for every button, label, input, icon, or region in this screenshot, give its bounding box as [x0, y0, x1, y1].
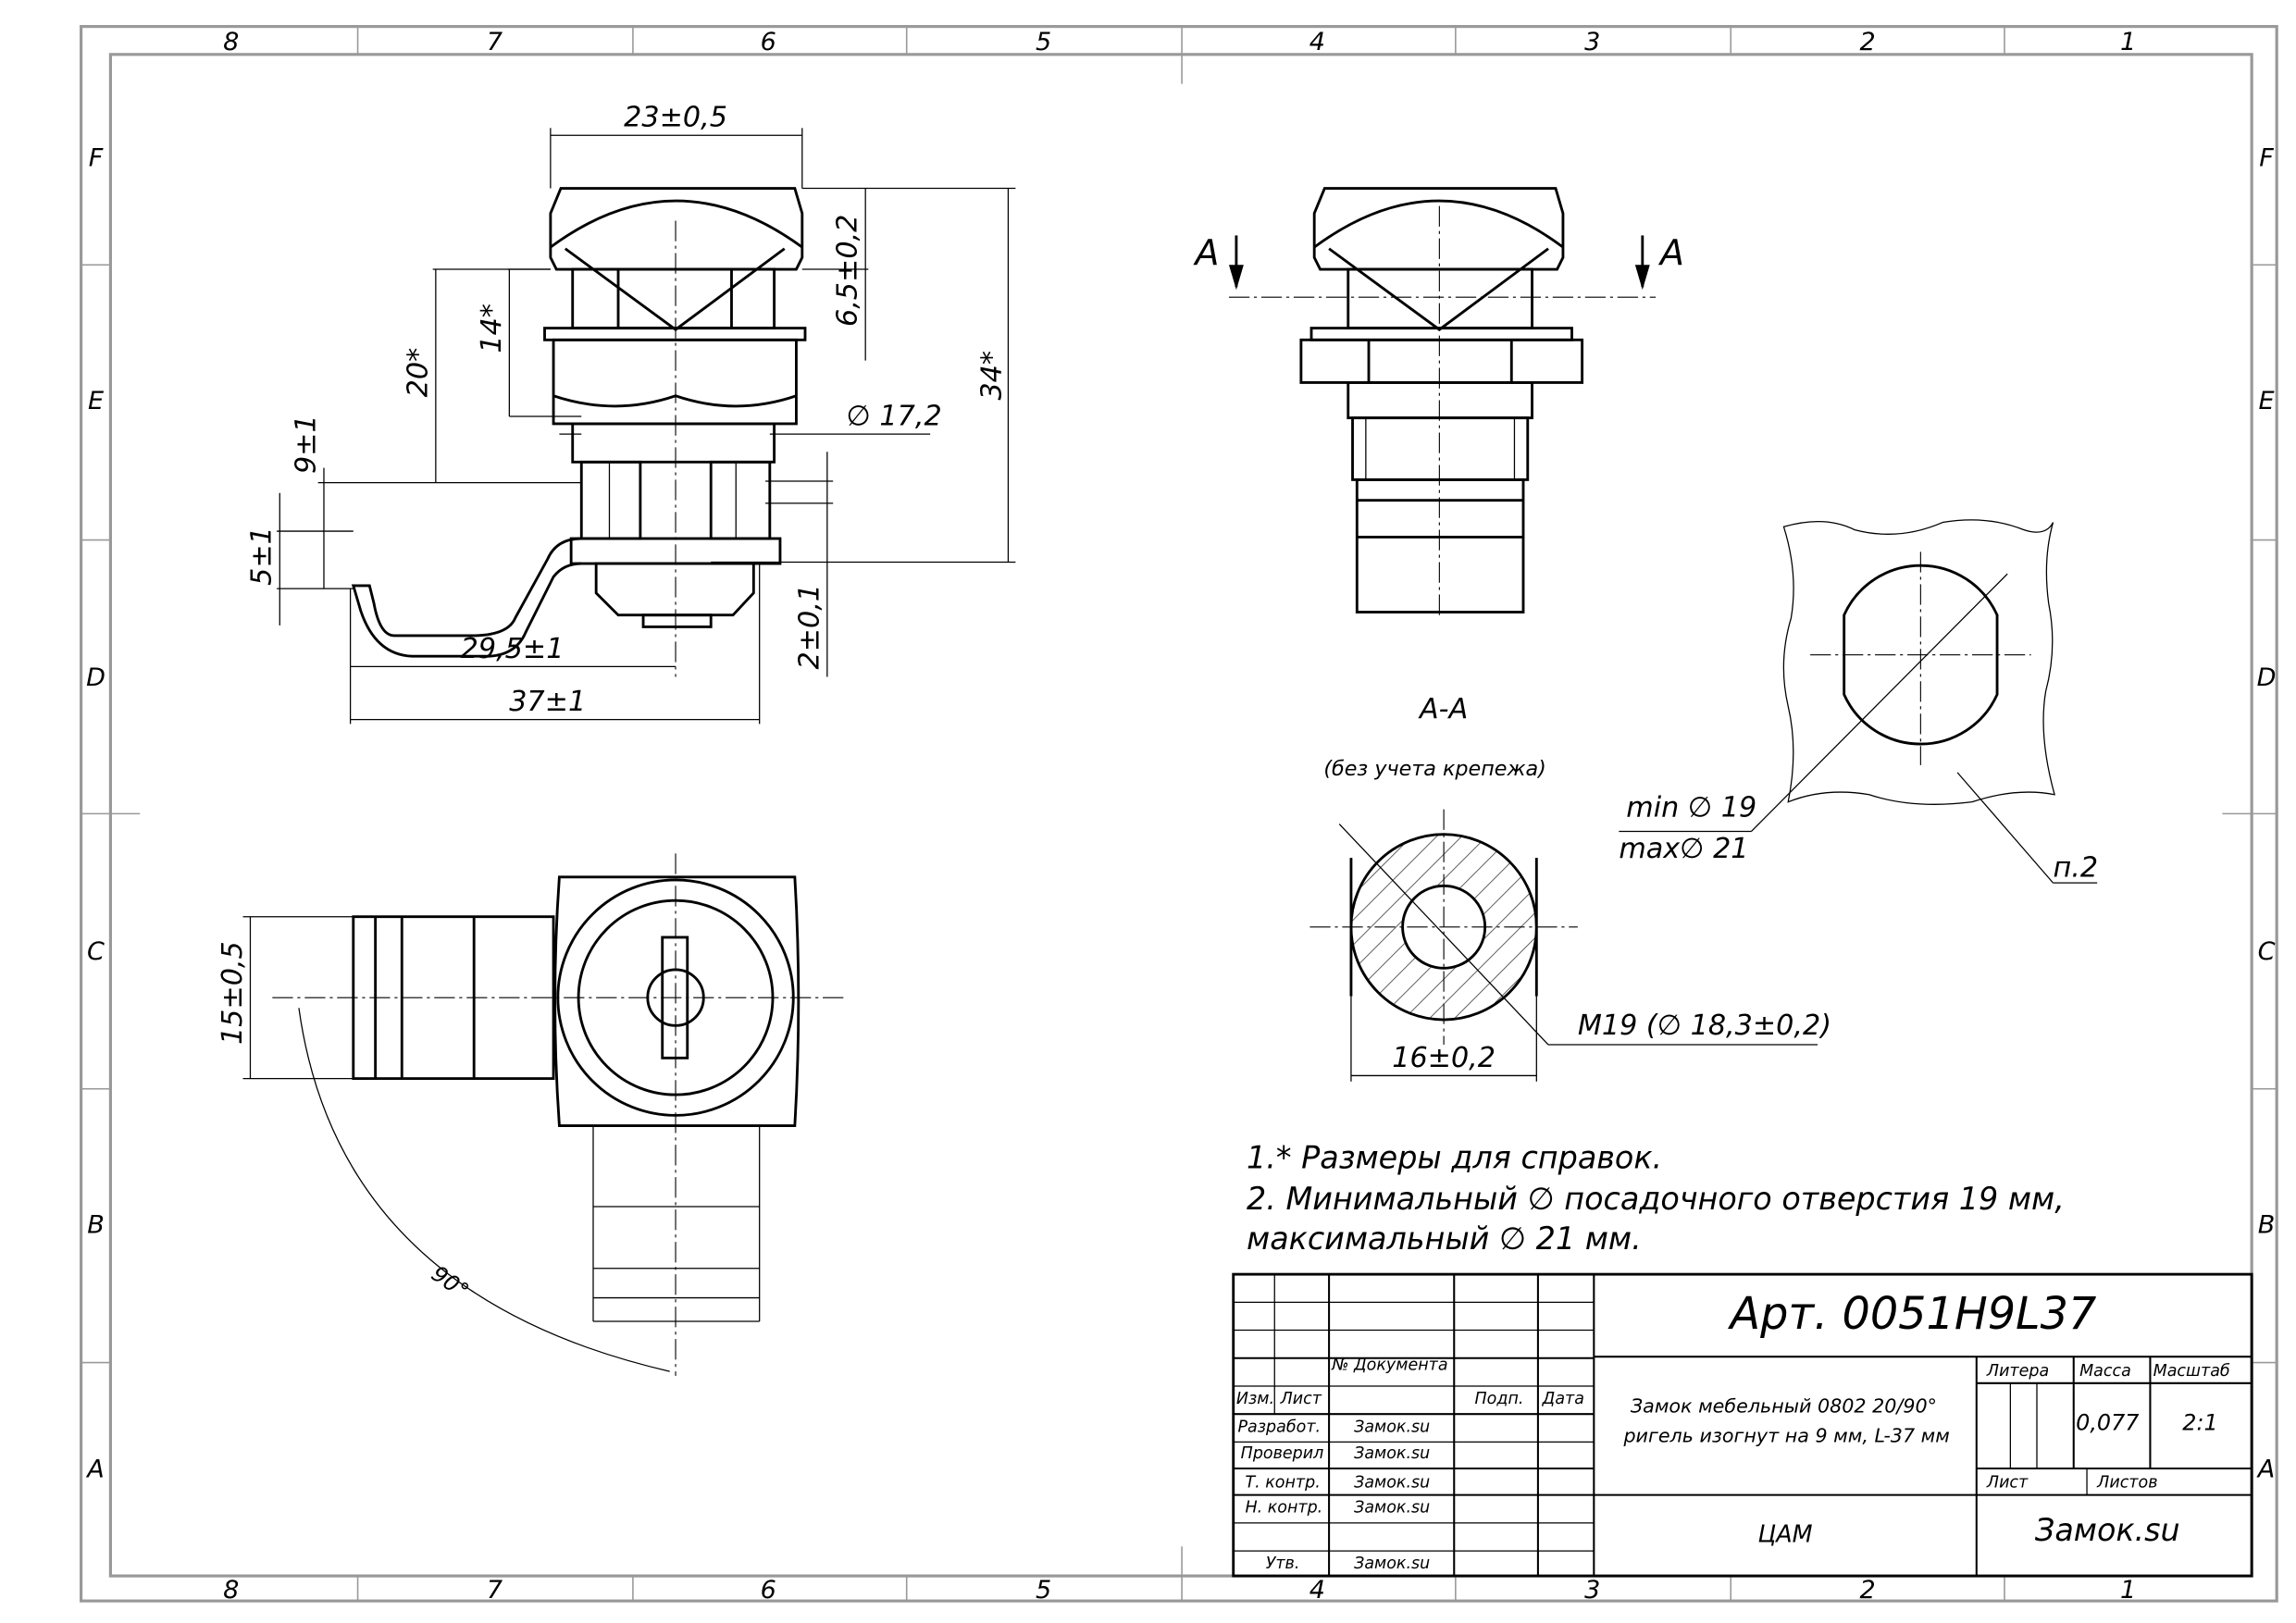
- mass-header: Масса: [2079, 1362, 2131, 1381]
- name-checker: Замок.su: [1354, 1444, 1430, 1463]
- zone-col-2: 2: [1860, 28, 1876, 56]
- zone-row-c: C: [87, 937, 105, 966]
- dim-bolt-width: 15±0,5: [217, 941, 249, 1045]
- mounting-hole-view: min ∅ 19 max∅ 21 п.2: [1619, 519, 2098, 885]
- zone-col-4-bottom: 4: [1309, 1576, 1325, 1604]
- zone-row-b: B: [87, 1211, 105, 1240]
- section-subtitle: (без учета крепежа): [1323, 757, 1546, 781]
- signature-header: Подп.: [1475, 1390, 1524, 1408]
- role-tech-control: Т. контр.: [1245, 1474, 1320, 1493]
- dim-offset-9: 9±1: [290, 415, 322, 474]
- dim-tip-5: 5±1: [246, 527, 279, 586]
- zone-col-4: 4: [1309, 28, 1325, 56]
- company-name: Замок.su: [2035, 1512, 2180, 1548]
- zone-col-7-bottom: 7: [487, 1576, 503, 1604]
- list-header: Лист: [1280, 1390, 1322, 1408]
- mass-value: 0,077: [2076, 1410, 2139, 1436]
- name-approved: Замок.su: [1354, 1555, 1430, 1573]
- izm-header: Изм.: [1236, 1390, 1274, 1408]
- article-number: Арт. 0051H9L37: [1728, 1289, 2097, 1340]
- zone-row-c-right: C: [2258, 937, 2276, 966]
- role-developer: Разработ.: [1238, 1418, 1322, 1436]
- dim-length-37: 37±1: [509, 686, 586, 718]
- scale-header: Масштаб: [2153, 1362, 2230, 1381]
- section-a-a: А-А (без учета крепежа) 16±0,2 M19 (∅ 18…: [1309, 693, 1831, 1082]
- date-header: Дата: [1542, 1390, 1584, 1408]
- zone-row-a-right: A: [2256, 1456, 2275, 1484]
- zone-row-d-right: D: [2257, 663, 2277, 692]
- dim-thread: M19 (∅ 18,3±0,2): [1578, 1010, 1831, 1042]
- zone-row-f: F: [89, 144, 104, 173]
- note-reference: п.2: [2053, 852, 2098, 885]
- zone-col-3: 3: [1584, 28, 1600, 56]
- dim-thickness-2: 2±0,1: [793, 584, 825, 670]
- zone-labels: 8 7 6 5 4 3 2 1 8 7 6 5 4 3 2 1 F E D C …: [85, 28, 2276, 1604]
- front-view: 23±0,5 6,5±0,2 14* 20* 34* ∅ 17,2 9±1 5±…: [246, 102, 1016, 725]
- technical-notes: 1.* Размеры для справок. 2. Минимальный …: [1247, 1140, 2065, 1257]
- scale-value: 2:1: [2182, 1410, 2217, 1436]
- zone-col-6: 6: [761, 28, 776, 56]
- dim-14: 14*: [476, 304, 508, 353]
- zone-col-1-bottom: 1: [2120, 1576, 2136, 1604]
- zone-col-5-bottom: 5: [1036, 1576, 1051, 1604]
- dim-34: 34*: [975, 351, 1008, 401]
- zone-row-d: D: [86, 663, 105, 692]
- sheets-header: Листов: [2096, 1474, 2157, 1493]
- dim-head-width: 23±0,5: [624, 102, 727, 134]
- hole-min-diameter: min ∅ 19: [1626, 792, 1756, 824]
- name-norm-control: Замок.su: [1354, 1499, 1430, 1518]
- dim-rotation-angle: 90°: [427, 1260, 474, 1304]
- dim-diameter: ∅ 17,2: [847, 401, 942, 433]
- dim-section-width: 16±0,2: [1392, 1042, 1496, 1074]
- zone-col-6-bottom: 6: [761, 1576, 776, 1604]
- zone-col-1: 1: [2120, 28, 2136, 56]
- zone-row-a: A: [85, 1456, 104, 1484]
- zone-col-3-bottom: 3: [1584, 1576, 1600, 1604]
- bottom-view: 15±0,5 90°: [217, 853, 847, 1376]
- description-line-2: ригель изогнут на 9 мм, L-37 мм: [1622, 1424, 1949, 1446]
- side-view: A A: [1192, 187, 1684, 618]
- litera-header: Литера: [1986, 1362, 2049, 1381]
- zone-row-f-right: F: [2259, 144, 2274, 173]
- dim-head-height: 6,5±0,2: [832, 215, 864, 327]
- zone-row-e-right: E: [2259, 387, 2276, 415]
- material: ЦАМ: [1758, 1520, 1813, 1548]
- note-2: 2. Минимальный ∅ посадочного отверстия 1…: [1247, 1181, 2065, 1217]
- section-title: А-А: [1418, 693, 1468, 725]
- sheet-header: Лист: [1986, 1474, 2029, 1493]
- note-1: 1.* Размеры для справок.: [1247, 1140, 1662, 1176]
- dim-20: 20*: [402, 348, 434, 398]
- zone-row-e: E: [88, 387, 105, 415]
- role-approved: Утв.: [1266, 1555, 1300, 1573]
- zone-col-8: 8: [223, 28, 239, 56]
- description-line-1: Замок мебельный 0802 20/90°: [1631, 1395, 1937, 1418]
- dim-length-29: 29,5±1: [461, 633, 565, 665]
- name-tech-control: Замок.su: [1354, 1474, 1430, 1493]
- doc-number-header: № Документа: [1331, 1356, 1447, 1374]
- zone-row-b-right: B: [2258, 1211, 2276, 1240]
- role-checker: Проверил: [1241, 1444, 1324, 1463]
- zone-col-8-bottom: 8: [223, 1576, 239, 1604]
- hole-max-diameter: max∅ 21: [1619, 833, 1748, 865]
- name-developer: Замок.su: [1354, 1418, 1430, 1436]
- zone-col-2-bottom: 2: [1860, 1576, 1876, 1604]
- title-block: Арт. 0051H9L37 № Документа Изм. Лист Под…: [1232, 1272, 2253, 1578]
- section-mark-left: A: [1192, 232, 1219, 273]
- role-norm-control: Н. контр.: [1245, 1499, 1322, 1518]
- sheet-frame: [80, 25, 2278, 1603]
- zone-col-5: 5: [1036, 28, 1051, 56]
- note-2-continued: максимальный ∅ 21 мм.: [1247, 1220, 1642, 1257]
- zone-col-7: 7: [487, 28, 503, 56]
- section-mark-right: A: [1657, 232, 1684, 273]
